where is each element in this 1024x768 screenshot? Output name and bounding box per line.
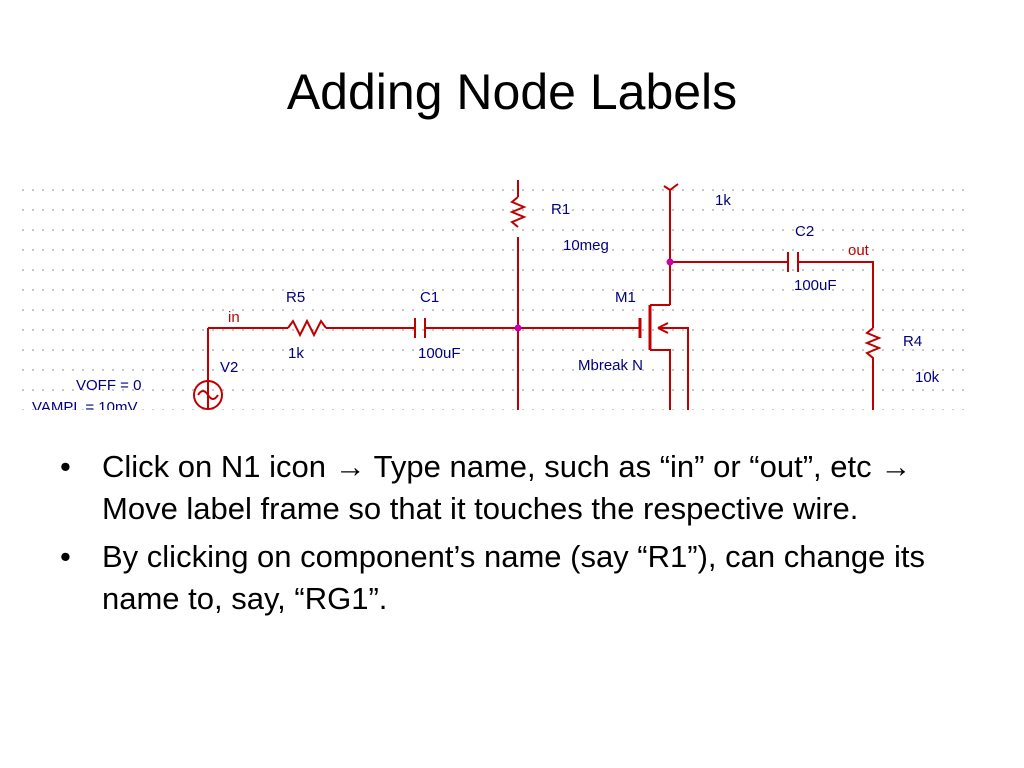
r1-value-label[interactable]: 10meg <box>563 237 609 254</box>
bullet-1-part-3: Move label frame so that it touches the … <box>102 491 859 526</box>
v2-name-label[interactable]: V2 <box>220 359 238 376</box>
vampl-label[interactable]: VAMPL = 10mV <box>32 399 137 410</box>
right-arrow-icon: → <box>880 449 912 484</box>
bullet-item: • By clicking on component’s name (say “… <box>60 536 960 620</box>
voff-label[interactable]: VOFF = 0 <box>76 377 141 394</box>
m1-name-label[interactable]: M1 <box>615 289 636 306</box>
junction-drain <box>666 258 674 266</box>
c2-value-label[interactable]: 100uF <box>794 277 837 294</box>
c2-name-label[interactable]: C2 <box>795 223 814 240</box>
resistor-r4 <box>864 327 882 410</box>
schematic-grid <box>18 180 968 410</box>
bullet-item: • Click on N1 icon → Type name, such as … <box>60 446 960 530</box>
node-label-out[interactable]: out <box>848 242 870 259</box>
right-arrow-icon: → <box>334 449 366 484</box>
capacitor-c1 <box>414 318 426 338</box>
bullet-list: • Click on N1 icon → Type name, such as … <box>60 446 960 626</box>
r4-name-label[interactable]: R4 <box>903 333 922 350</box>
slide-title: Adding Node Labels <box>286 64 738 120</box>
junction-gate <box>514 324 522 332</box>
drain-res-value-label[interactable]: 1k <box>715 192 731 209</box>
wire-c2-out <box>798 261 874 328</box>
mosfet-arrow <box>657 322 669 334</box>
node-label-in[interactable]: in <box>228 309 240 326</box>
bullet-1-part-2: Type name, such as “in” or “out”, etc <box>373 449 872 484</box>
mosfet-body-lead <box>658 327 689 410</box>
circuit-schematic: R1 10meg R5 1k C1 100uF M1 Mbreak N 1k C… <box>18 180 968 410</box>
resistor-r1 <box>509 196 527 228</box>
mosfet-source-lead <box>650 349 671 410</box>
r4-value-label[interactable]: 10k <box>915 369 940 386</box>
bullet-1-part-1: Click on N1 icon <box>102 449 326 484</box>
bullet-dot-icon: • <box>60 539 71 574</box>
bullet-2-text: By clicking on component’s name (say “R1… <box>102 539 926 616</box>
r5-value-label[interactable]: 1k <box>288 345 304 362</box>
c1-value-label[interactable]: 100uF <box>418 345 461 362</box>
c1-name-label[interactable]: C1 <box>420 289 439 306</box>
resistor-r5 <box>287 318 327 338</box>
r5-name-label[interactable]: R5 <box>286 289 305 306</box>
source-v2 <box>193 380 223 410</box>
bullet-dot-icon: • <box>60 449 71 484</box>
source-v2-sine <box>197 390 219 400</box>
drain-res-arrow <box>663 183 679 192</box>
r1-name-label[interactable]: R1 <box>551 201 570 218</box>
m1-model-label[interactable]: Mbreak N <box>578 357 643 374</box>
